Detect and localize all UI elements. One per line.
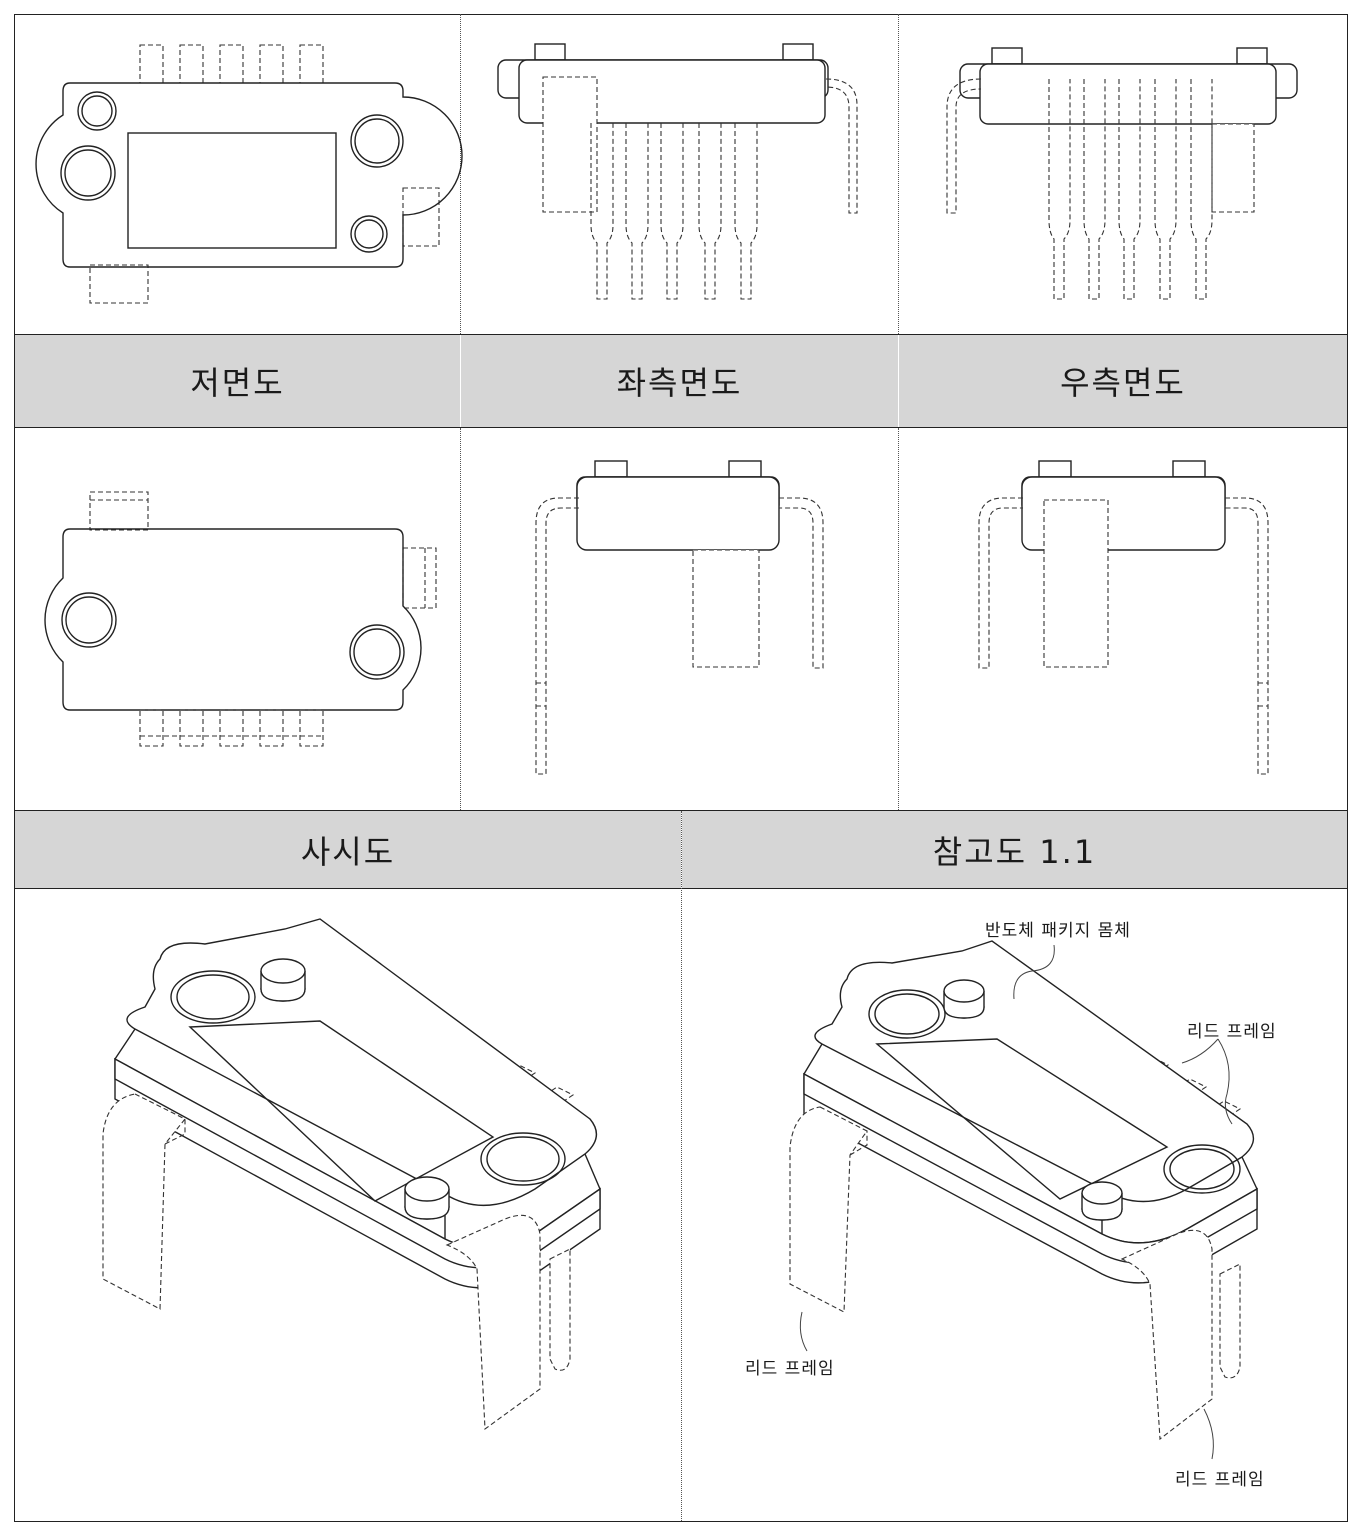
- view-left-side: [461, 428, 898, 810]
- view-reference: 반도체 패키지 몸체 리드 프레임 리드 프레임 리드 프레임: [682, 889, 1347, 1521]
- view-perspective: [15, 889, 681, 1521]
- header-label: 좌측면도: [616, 364, 743, 402]
- callout-lead-frame-bottom: 리드 프레임: [1175, 1470, 1265, 1490]
- header-left-view: 좌측면도: [461, 335, 898, 427]
- header-label: 저면도: [190, 364, 285, 402]
- view-front-leads: [461, 15, 898, 334]
- callout-lead-frame-left: 리드 프레임: [745, 1359, 835, 1379]
- header-label: 우측면도: [1060, 364, 1186, 402]
- grid-divider: [898, 14, 899, 334]
- grid-divider: [460, 428, 461, 810]
- header-perspective-view: 사시도: [15, 811, 681, 888]
- grid-divider: [898, 428, 899, 810]
- grid-line: [14, 334, 1348, 335]
- callout-lead-frame-right: 리드 프레임: [1187, 1022, 1277, 1042]
- header-label: 참고도 1.1: [932, 832, 1097, 871]
- view-right-side: [899, 428, 1347, 810]
- view-rear-leads: [899, 15, 1347, 334]
- view-bottom: [15, 428, 460, 810]
- header-label: 사시도: [300, 832, 396, 871]
- grid-divider: [460, 14, 461, 334]
- header-bottom-view: 저면도: [15, 335, 460, 427]
- grid-line: [14, 810, 1348, 811]
- view-top-package: [15, 15, 463, 334]
- grid-divider: [681, 811, 682, 1521]
- callout-package-body: 반도체 패키지 몸체: [985, 921, 1131, 941]
- drawing-sheet: [14, 14, 1348, 1522]
- header-right-view: 우측면도: [899, 335, 1347, 427]
- header-reference-view: 참고도 1.1: [682, 811, 1347, 888]
- grid-line: [14, 427, 1348, 428]
